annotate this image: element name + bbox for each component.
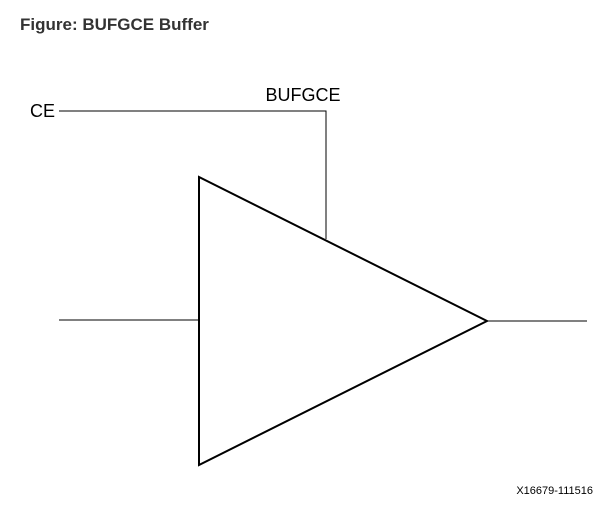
figure-id: X16679-111516	[516, 485, 593, 497]
buffer-triangle	[198, 175, 490, 467]
ce-enable-wire	[59, 110, 327, 239]
ce-port-label: CE	[30, 101, 55, 121]
figure-title: Figure: BUFGCE Buffer	[20, 15, 209, 34]
component-label: BUFGCE	[265, 85, 340, 105]
